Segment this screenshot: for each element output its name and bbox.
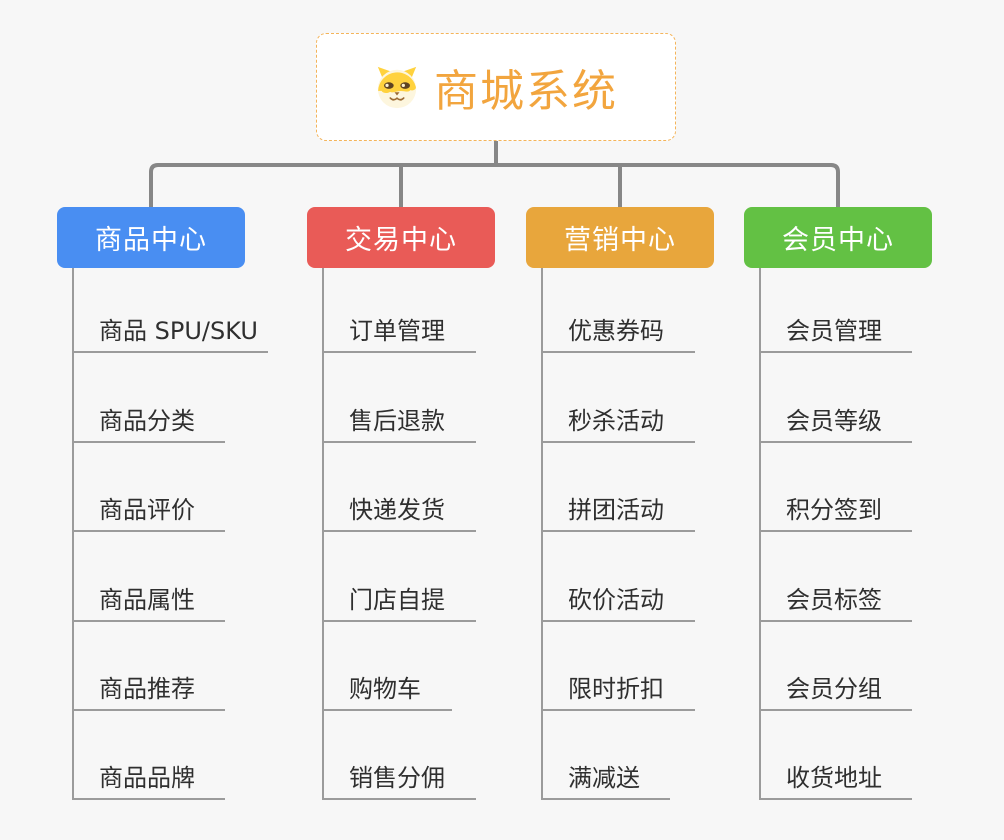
leaf-node[interactable]: 会员等级 bbox=[759, 393, 912, 443]
leaf-node[interactable]: 商品品牌 bbox=[72, 750, 225, 800]
root-node[interactable]: 商城系统 bbox=[316, 33, 676, 141]
leaf-node[interactable]: 积分签到 bbox=[759, 482, 912, 532]
leaf-node[interactable]: 销售分佣 bbox=[322, 750, 476, 800]
branch-trunk-line bbox=[759, 268, 761, 800]
product-center-node[interactable]: 商品中心 bbox=[57, 207, 245, 268]
branch-bus-line bbox=[149, 163, 840, 209]
leaf-node[interactable]: 砍价活动 bbox=[541, 572, 695, 622]
leaf-node[interactable]: 商品属性 bbox=[72, 572, 225, 622]
leaf-node[interactable]: 优惠券码 bbox=[541, 303, 695, 353]
leaf-node[interactable]: 秒杀活动 bbox=[541, 393, 695, 443]
leaf-node[interactable]: 快递发货 bbox=[322, 482, 476, 532]
root-node-title: 商城系统 bbox=[434, 66, 618, 117]
leaf-node[interactable]: 商品推荐 bbox=[72, 661, 225, 711]
leaf-node[interactable]: 拼团活动 bbox=[541, 482, 695, 532]
leaf-node[interactable]: 会员标签 bbox=[759, 572, 912, 622]
leaf-node[interactable]: 满减送 bbox=[541, 750, 670, 800]
trade-center-node[interactable]: 交易中心 bbox=[307, 207, 495, 268]
marketing-center-node[interactable]: 营销中心 bbox=[526, 207, 714, 268]
leaf-node[interactable]: 售后退款 bbox=[322, 393, 476, 443]
leaf-node[interactable]: 商品 SPU/SKU bbox=[72, 303, 268, 353]
leaf-node[interactable]: 订单管理 bbox=[322, 303, 476, 353]
leaf-node[interactable]: 会员管理 bbox=[759, 303, 912, 353]
leaf-node[interactable]: 商品评价 bbox=[72, 482, 225, 532]
leaf-node[interactable]: 门店自提 bbox=[322, 572, 476, 622]
leaf-node[interactable]: 商品分类 bbox=[72, 393, 225, 443]
branch-trunk-line bbox=[322, 268, 324, 800]
member-center-node[interactable]: 会员中心 bbox=[744, 207, 932, 268]
leaf-node[interactable]: 购物车 bbox=[322, 661, 452, 711]
leaf-node[interactable]: 限时折扣 bbox=[541, 661, 695, 711]
shiba-dog-icon bbox=[377, 66, 417, 109]
branch-trunk-line bbox=[541, 268, 543, 800]
leaf-node[interactable]: 会员分组 bbox=[759, 661, 912, 711]
branch-trunk-line bbox=[72, 268, 74, 800]
leaf-node[interactable]: 收货地址 bbox=[759, 750, 912, 800]
